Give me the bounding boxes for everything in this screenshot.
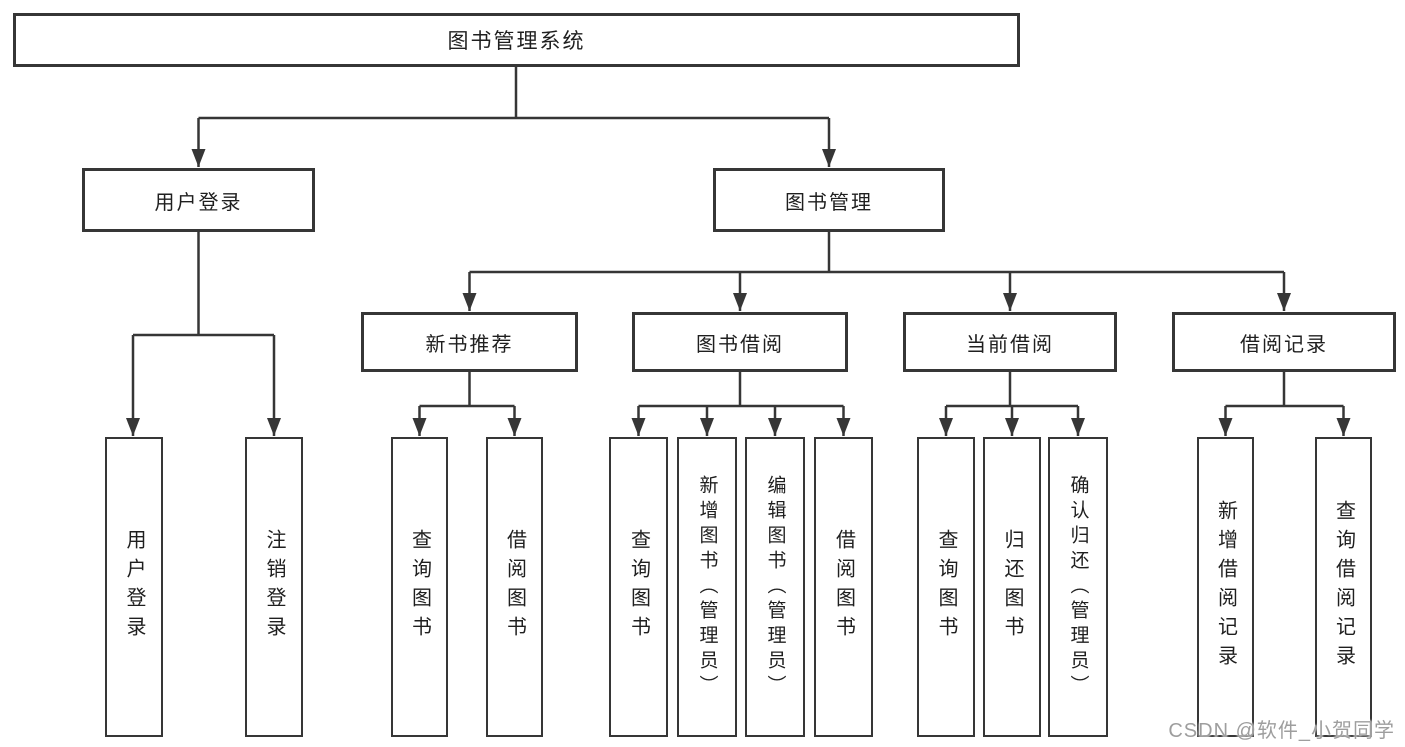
node-borrowing-records: 借阅记录 (1172, 312, 1396, 372)
leaf-add-books-admin: 新增图书（管理员） (677, 437, 737, 737)
leaf-label: 查询图书 (935, 529, 957, 645)
node-label: 借阅记录 (1240, 333, 1328, 356)
node-book-borrowing: 图书借阅 (632, 312, 848, 372)
leaf-label: 注销登录 (263, 529, 285, 645)
leaf-borrow-books-recommend: 借阅图书 (486, 437, 543, 737)
leaf-logout: 注销登录 (245, 437, 303, 737)
node-label: 用户登录 (154, 191, 243, 214)
leaf-label: 编辑图书（管理员） (764, 474, 786, 700)
node-label: 新书推荐 (425, 333, 514, 356)
leaf-label: 查询借阅记录 (1332, 500, 1355, 674)
node-user-login: 用户登录 (82, 168, 315, 232)
leaf-query-books-recommend: 查询图书 (391, 437, 448, 737)
leaf-query-books-current: 查询图书 (917, 437, 975, 737)
node-library-management-system: 图书管理系统 (13, 13, 1020, 67)
node-label: 当前借阅 (966, 333, 1054, 356)
leaf-label: 确认归还（管理员） (1067, 474, 1089, 700)
leaf-label: 查询图书 (627, 529, 650, 645)
leaf-label: 新增图书（管理员） (696, 474, 718, 700)
node-new-book-recommendation: 新书推荐 (361, 312, 578, 372)
leaf-label: 借阅图书 (832, 529, 855, 645)
leaf-return-books: 归还图书 (983, 437, 1041, 737)
node-label: 图书管理系统 (447, 30, 586, 53)
leaf-edit-books-admin: 编辑图书（管理员） (745, 437, 805, 737)
node-label: 图书借阅 (696, 333, 784, 356)
node-label: 图书管理 (785, 191, 873, 214)
node-current-borrowing: 当前借阅 (903, 312, 1117, 372)
node-book-management: 图书管理 (713, 168, 945, 232)
leaf-add-borrowing-record: 新增借阅记录 (1197, 437, 1254, 737)
leaf-label: 借阅图书 (503, 529, 526, 645)
leaf-query-books-borrowing: 查询图书 (609, 437, 668, 737)
leaf-label: 用户登录 (123, 529, 145, 645)
leaf-confirm-return-admin: 确认归还（管理员） (1048, 437, 1108, 737)
leaf-label: 归还图书 (1001, 529, 1023, 645)
csdn-watermark: CSDN @软件_小贺同学 (1168, 720, 1395, 742)
leaf-user-login: 用户登录 (105, 437, 163, 737)
leaf-label: 查询图书 (408, 529, 431, 645)
leaf-label: 新增借阅记录 (1214, 500, 1237, 674)
leaf-borrow-books-borrowing: 借阅图书 (814, 437, 873, 737)
leaf-query-borrowing-record: 查询借阅记录 (1315, 437, 1372, 737)
